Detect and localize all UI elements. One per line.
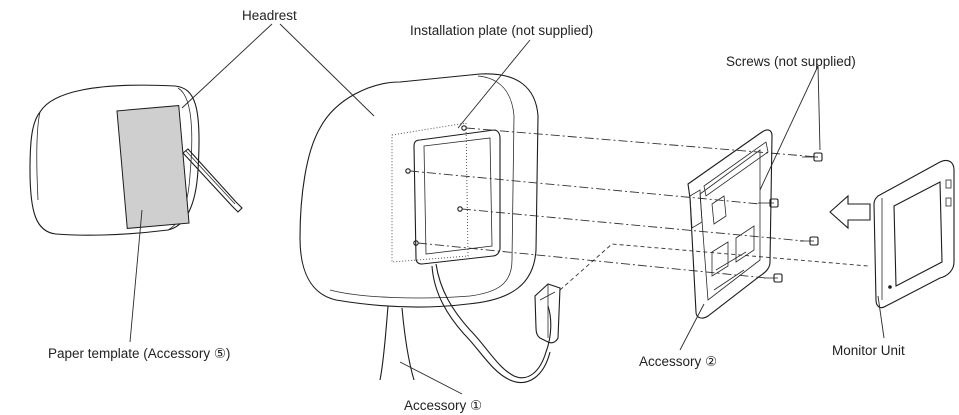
label-screws: Screws (not supplied) [726, 54, 856, 69]
label-installation-plate: Installation plate (not supplied) [410, 23, 593, 38]
screw-3 [800, 236, 819, 246]
monitor-screen [893, 181, 943, 287]
label-accessory-1: Accessory ① [404, 398, 482, 413]
installation-plate [391, 122, 469, 263]
mounting-bracket [687, 129, 773, 319]
pencil-icon [182, 148, 243, 213]
label-monitor-unit: Monitor Unit [832, 343, 905, 358]
screw-4 [764, 273, 783, 283]
monitor-unit [873, 159, 955, 309]
template-opening [413, 129, 501, 265]
label-paper-template: Paper template (Accessory ⑤) [48, 346, 230, 361]
screw-1 [802, 152, 823, 162]
assembly-guide-lines [409, 127, 869, 291]
paper-template-sheet [116, 104, 190, 230]
screw-2 [758, 198, 779, 208]
label-accessory-2: Accessory ② [639, 354, 717, 369]
insert-direction-arrow-icon [829, 194, 871, 230]
label-headrest: Headrest [242, 8, 297, 23]
cable-accessory-1 [431, 263, 561, 384]
large-headrest [299, 73, 539, 381]
screw-icons [758, 152, 823, 283]
leader-lines [129, 23, 885, 395]
